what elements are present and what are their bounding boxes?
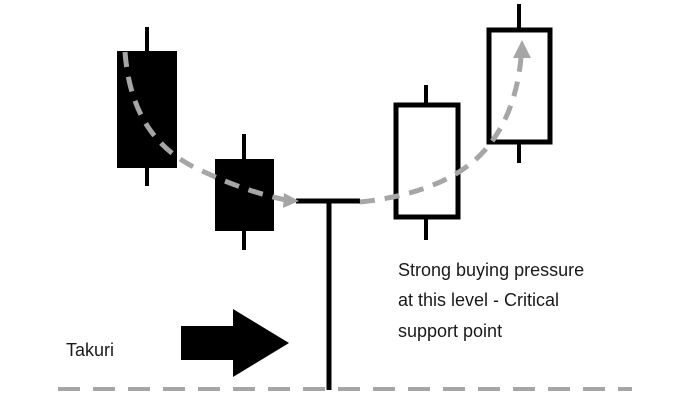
candle-bearish-1 — [117, 27, 177, 186]
right-arrow-icon — [181, 309, 289, 377]
arrowhead-icon — [283, 193, 299, 208]
trend-path-down — [122, 51, 287, 203]
candle-body — [486, 27, 553, 145]
note-line-1: Strong buying pressure — [398, 260, 584, 280]
note-line-2: at this level - Critical — [398, 290, 559, 310]
arrowhead-icon — [513, 40, 531, 58]
pattern-label: Takuri — [66, 340, 114, 360]
candle-body — [215, 159, 274, 231]
note-line-3: support point — [398, 321, 502, 341]
candle-bullish-2 — [486, 4, 553, 163]
candle-body — [393, 102, 461, 220]
candle-bearish-2 — [215, 134, 274, 250]
candle-bullish-1 — [393, 85, 461, 240]
candle-takuri — [296, 198, 360, 390]
trend-path-up — [359, 57, 524, 205]
